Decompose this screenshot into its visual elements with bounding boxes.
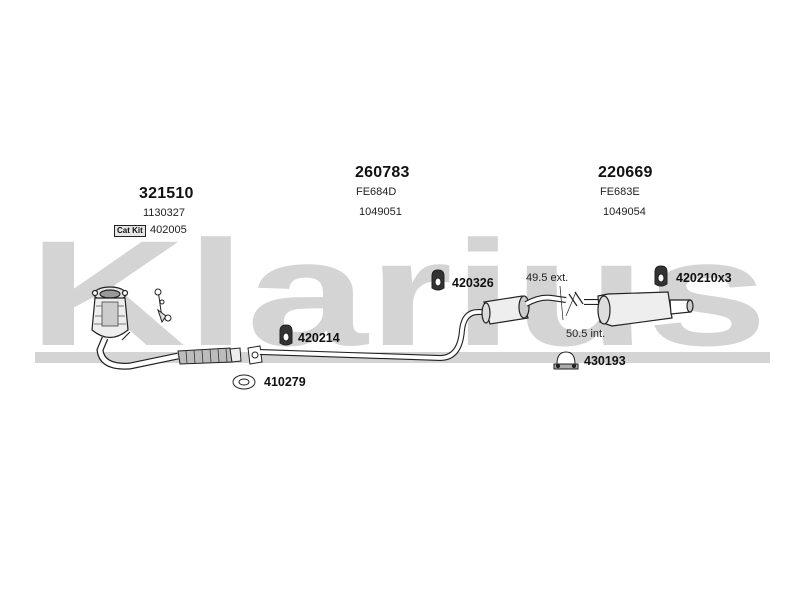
cat-kit-badge: Cat Kit — [114, 225, 146, 237]
flange-drawing — [247, 345, 263, 365]
center-silencer-drawing — [481, 294, 567, 325]
dimension-ext-label: 49.5 ext. — [526, 272, 569, 284]
flex-pipe-drawing — [177, 347, 242, 365]
rubber-mount-420210-icon — [654, 265, 668, 287]
clamp-430193-icon — [553, 351, 579, 370]
cat-kit-number: 402005 — [150, 224, 187, 236]
middle-pipe-drawing — [259, 309, 484, 362]
fitting-420210-label: 420210x3 — [676, 271, 732, 285]
rubber-mount-420214-icon — [279, 324, 293, 346]
rear-silencer-part-number: 220669 — [598, 164, 653, 181]
cut-marks — [559, 285, 584, 321]
catalyst-ref-number: 1130327 — [143, 207, 186, 219]
fitting-430193-label: 430193 — [584, 354, 626, 368]
center-silencer-code: FE684D — [356, 186, 397, 198]
rear-silencer-drawing — [584, 291, 694, 327]
fitting-410279-label: 410279 — [264, 375, 306, 389]
center-silencer-part-number: 260783 — [355, 164, 410, 181]
rear-silencer-ref-number: 1049054 — [603, 206, 646, 218]
sensor-drawing — [154, 288, 172, 324]
rear-silencer-code: FE683E — [600, 186, 640, 198]
catalytic-converter-drawing — [91, 286, 179, 370]
dimension-int-label: 50.5 int. — [566, 328, 606, 340]
fitting-420326-label: 420326 — [452, 276, 494, 290]
rubber-mount-420326-icon — [431, 269, 445, 291]
gasket-410279-icon — [232, 374, 256, 390]
fitting-420214-label: 420214 — [298, 331, 340, 345]
catalyst-part-number: 321510 — [139, 185, 194, 202]
center-silencer-ref-number: 1049051 — [359, 206, 402, 218]
